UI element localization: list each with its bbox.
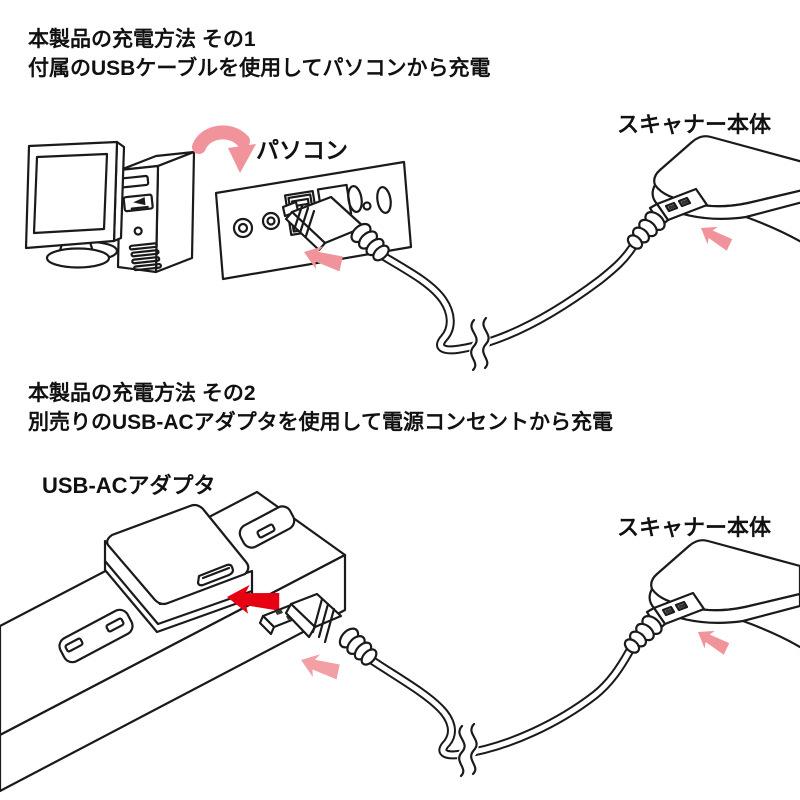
mini-usb-plug (626, 187, 709, 250)
section2-heading-line2: 別売りのUSB-ACアダプタを使用して電源コンセントから充電 (28, 411, 614, 434)
cable-strain-relief (338, 627, 378, 666)
crt-monitor (24, 140, 126, 269)
cable-strain-relief (626, 211, 666, 250)
section2-heading-line1: 本製品の充電方法 その2 (28, 382, 256, 405)
red-arrow-icon (227, 584, 280, 614)
pink-arrow-icon (301, 654, 340, 680)
adapter-label: USB-ACアダプタ (42, 473, 216, 498)
usb-a-plug (258, 592, 378, 666)
cable-break-mark (469, 312, 491, 378)
cd-drive (122, 193, 154, 213)
ps2-port-icon (376, 186, 392, 214)
usb-a-plug (281, 195, 390, 262)
pc-tower (116, 150, 196, 274)
ps2-port-icon (347, 185, 363, 213)
pink-arrow-icon (304, 246, 343, 272)
usb-contact-hole (275, 609, 283, 615)
cable-break-mark (457, 718, 479, 784)
section1-heading-line2: 付属のUSBケーブルを使用してパソコンから充電 (28, 57, 491, 80)
scanner-label-1: スキャナー本体 (617, 112, 772, 137)
pink-arrow-icon (701, 226, 733, 251)
scanner-wand (621, 539, 800, 661)
monitor-screen (32, 152, 109, 235)
pc-label: パソコン (256, 137, 348, 163)
scanner-wand (626, 135, 800, 251)
usb-port-slot (196, 563, 235, 587)
section1-heading-line1: 本製品の充電方法 その1 (28, 28, 256, 51)
eject-icon (133, 197, 146, 206)
outlet-socket (238, 505, 296, 549)
audio-jack-icon (261, 211, 281, 231)
power-button-icon (133, 226, 143, 236)
outlet-socket (58, 608, 134, 664)
scanner-label-2: スキャナー本体 (617, 515, 772, 540)
cable-strain-relief (350, 222, 390, 262)
curved-arrow-icon (192, 125, 256, 173)
audio-jack-icon (232, 217, 254, 239)
section2-heading: 本製品の充電方法 その2 別売りのUSB-ACアダプタを使用して電源コンセントか… (28, 379, 613, 437)
section1-heading: 本製品の充電方法 その1 付属のUSBケーブルを使用してパソコンから充電 (28, 25, 490, 83)
usb-cable (378, 243, 637, 378)
usb-cable (368, 647, 634, 784)
